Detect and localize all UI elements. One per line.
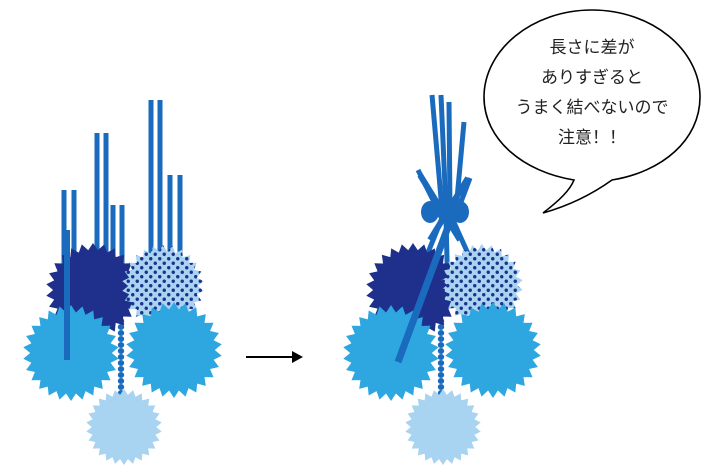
right-light-blue-pompom-2	[445, 302, 540, 398]
bubble-line-4: 注意！！	[558, 128, 626, 148]
right-knot	[421, 199, 469, 223]
left-light-blue-pompom-2	[126, 302, 221, 398]
left-bundle-uneven	[23, 100, 221, 465]
right-pale-blue-pompom	[405, 389, 480, 465]
right-arrow-icon	[246, 351, 303, 363]
bubble-line-3: うまく結べないので	[516, 98, 669, 118]
bubble-line-1: 長さに差が	[550, 38, 635, 58]
right-stick-top	[449, 102, 450, 210]
left-pompoms	[23, 243, 221, 465]
speech-bubble: 長さに差が ありすぎると うまく結べないので 注意！！	[484, 10, 700, 213]
left-pale-blue-pompom	[86, 389, 161, 465]
bubble-line-2: ありすぎると	[541, 68, 643, 88]
right-pompoms	[343, 243, 540, 465]
